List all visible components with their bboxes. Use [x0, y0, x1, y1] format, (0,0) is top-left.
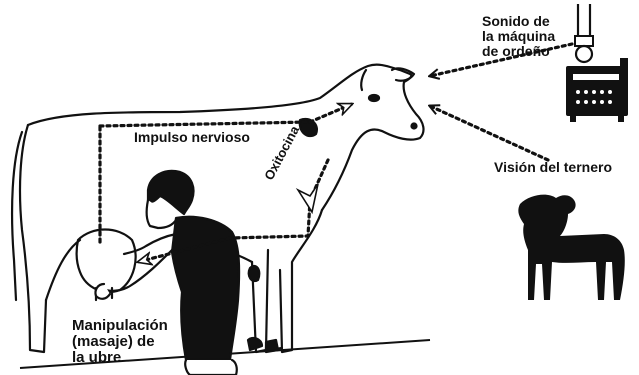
label-nerve-impulse: Impulso nervioso [134, 130, 250, 145]
calf-silhouette-icon [518, 195, 624, 300]
label-calf-sight: Visión del ternero [494, 160, 612, 175]
label-line: de ordeño [482, 44, 555, 59]
milking-machine-icon [566, 4, 628, 122]
label-line: Manipulación [72, 318, 168, 334]
label-line: la máquina [482, 29, 555, 44]
label-line: Sonido de [482, 14, 555, 29]
stimulus-arrows [430, 44, 572, 160]
label-line: la ubre [72, 350, 168, 366]
label-milking-machine-sound: Sonido de la máquina de ordeño [482, 14, 555, 59]
label-udder-massage: Manipulación (masaje) de la ubre [72, 318, 168, 367]
label-line: (masaje) de [72, 334, 168, 350]
arrow-calf-sight [430, 106, 548, 160]
